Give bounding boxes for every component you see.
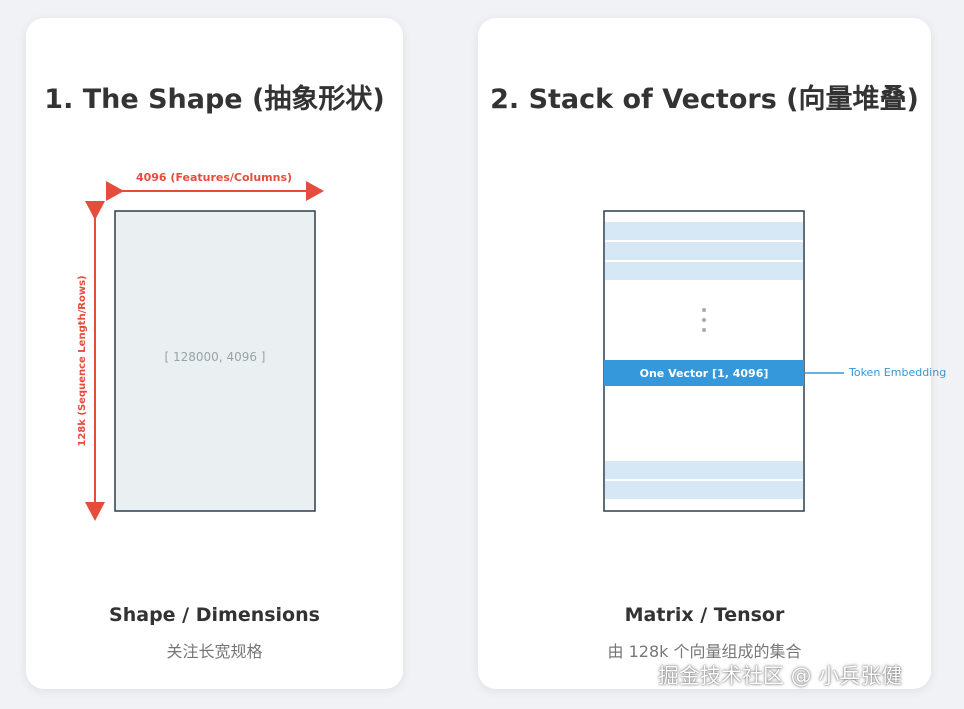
shape-dimensions-label: [ 128000, 4096 ] [165,350,266,364]
stack-card: 2. Stack of Vectors (向量堆叠) One Vector [1… [478,18,946,689]
stack-card-title: 2. Stack of Vectors (向量堆叠) [490,84,919,115]
stack-footer-title: Matrix / Tensor [624,604,785,626]
height-arrow-start-icon [85,201,105,220]
shape-footer-subtitle: 关注长宽规格 [166,642,263,661]
width-arrow-start-icon [106,181,124,201]
matrix-shape [114,210,316,512]
ellipsis-dot [702,328,706,332]
ellipsis-dot [702,318,706,322]
callout-label: Token Embedding [848,366,946,379]
shape-card: 1. The Shape (抽象形状) 4096 (Features/Colum… [26,18,403,689]
width-arrow-end-icon [306,181,324,201]
stack-footer-subtitle: 由 128k 个向量组成的集合 [607,642,802,661]
shape-footer-title: Shape / Dimensions [109,604,320,626]
vector-row [605,262,803,280]
vector-label: One Vector [1, 4096] [640,367,769,380]
vector-row [605,222,803,240]
ellipsis-dot [702,308,706,312]
vector-row [605,481,803,499]
vector-row [605,461,803,479]
height-arrow-end-icon [85,502,105,521]
highlighted-vector [604,360,804,386]
shape-card-title: 1. The Shape (抽象形状) [44,84,385,115]
height-label: 128k (Sequence Length/Rows) [77,275,88,446]
width-label: 4096 (Features/Columns) [136,171,292,184]
shape-diagram: 4096 (Features/Columns) 128k (Sequence L… [77,171,324,521]
stack-diagram: One Vector [1, 4096] Token Embedding [603,210,946,512]
vector-row [605,242,803,260]
watermark: 掘金技术社区 @ 小兵张健 [658,664,903,688]
